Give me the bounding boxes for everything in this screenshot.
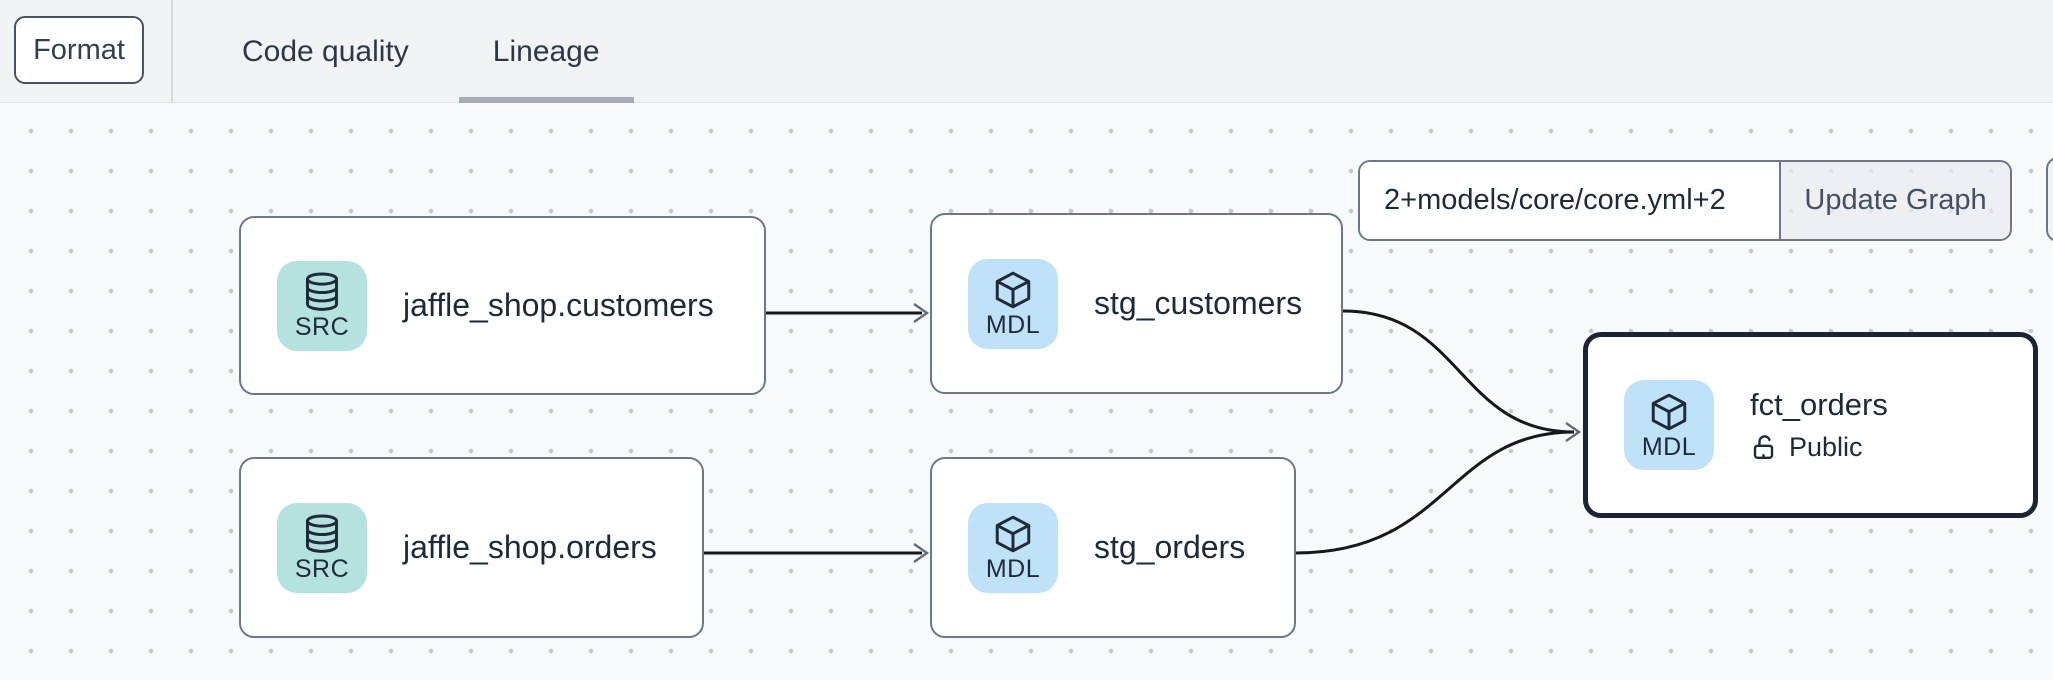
node-label: jaffle_shop.orders	[403, 529, 657, 565]
tab-bar: Code quality Lineage	[200, 0, 642, 103]
active-tab-underline	[458, 97, 634, 103]
top-bar: Format Code quality Lineage	[0, 0, 2053, 103]
cube-icon	[1651, 393, 1687, 430]
cube-icon	[995, 515, 1031, 553]
tab-code-quality[interactable]: Code quality	[200, 0, 451, 103]
badge-label: MDL	[1641, 432, 1697, 461]
node-text: fct_orders Public	[1750, 387, 1888, 463]
node-access: Public	[1750, 432, 1888, 463]
lineage-canvas[interactable]: SRC jaffle_shop.customers MDL stg_custom…	[0, 103, 2053, 680]
database-icon	[305, 514, 339, 553]
node-stg-orders[interactable]: MDL stg_orders	[930, 457, 1296, 638]
update-graph-button[interactable]: Update Graph	[1779, 162, 2010, 239]
graph-selector-group: Update Graph	[1358, 160, 2012, 241]
node-access-label: Public	[1789, 432, 1863, 462]
node-label: stg_customers	[1094, 285, 1303, 321]
badge-label: MDL	[985, 555, 1041, 583]
model-badge: MDL	[968, 502, 1058, 593]
arrowhead-icon	[913, 543, 930, 563]
database-icon	[305, 272, 339, 311]
tab-lineage-label: Lineage	[492, 34, 600, 68]
node-stg-customers[interactable]: MDL stg_customers	[930, 213, 1343, 394]
cube-icon	[995, 271, 1031, 309]
node-label: stg_orders	[1094, 529, 1246, 565]
node-jaffle-shop-customers[interactable]: SRC jaffle_shop.customers	[239, 216, 766, 395]
arrowhead-icon	[913, 303, 930, 323]
source-badge: SRC	[277, 502, 367, 593]
source-badge: SRC	[277, 260, 367, 351]
node-label: jaffle_shop.customers	[403, 287, 714, 323]
edges-layer	[703, 303, 1582, 563]
edge-stg-customers-to-fct-orders	[1342, 309, 1575, 434]
badge-label: SRC	[294, 313, 350, 341]
lock-open-icon	[1753, 434, 1774, 459]
partial-button-right-edge[interactable]	[2046, 157, 2053, 242]
node-fct-orders[interactable]: MDL fct_orders Public	[1583, 332, 2038, 518]
badge-label: MDL	[985, 311, 1041, 339]
model-badge: MDL	[1624, 380, 1714, 470]
node-jaffle-shop-orders[interactable]: SRC jaffle_shop.orders	[239, 457, 704, 638]
model-badge: MDL	[968, 258, 1058, 349]
badge-label: SRC	[294, 555, 350, 583]
tab-code-quality-label: Code quality	[242, 34, 409, 68]
node-label: fct_orders	[1750, 387, 1888, 422]
tab-lineage[interactable]: Lineage	[451, 0, 642, 103]
selector-input[interactable]	[1360, 162, 1779, 239]
topbar-divider	[171, 0, 173, 102]
format-button[interactable]: Format	[14, 16, 144, 84]
edge-stg-orders-to-fct-orders	[1295, 430, 1575, 555]
arrowhead-icon	[1565, 422, 1582, 442]
